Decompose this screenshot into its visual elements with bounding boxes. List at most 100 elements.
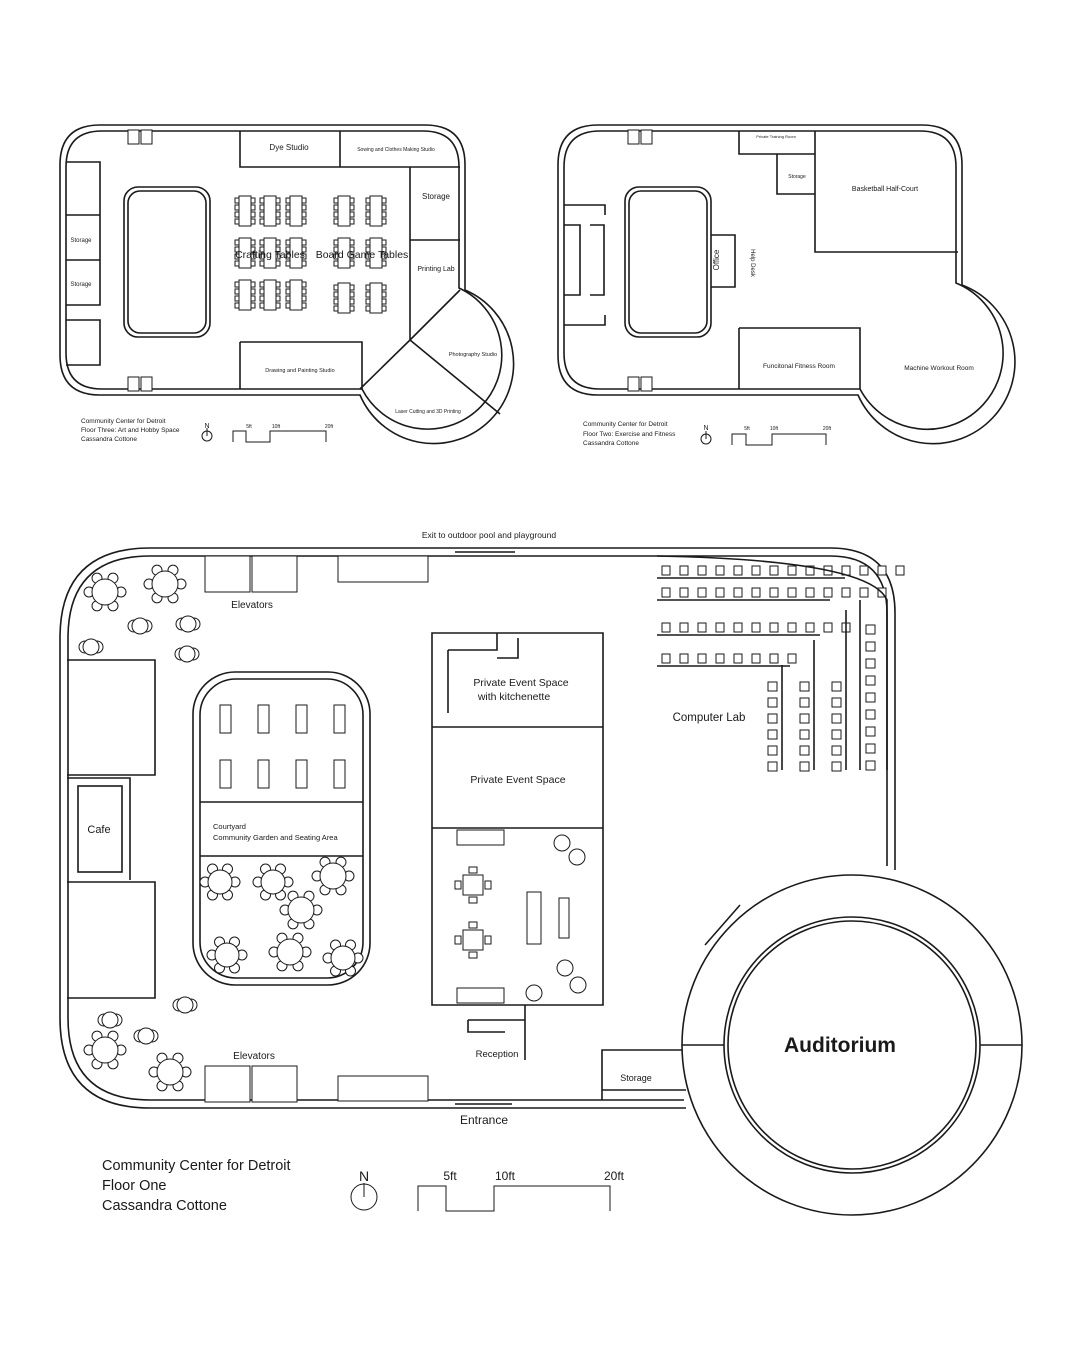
chair xyxy=(381,239,387,246)
caption-line: Community Center for Detroit xyxy=(81,418,166,425)
chair xyxy=(349,218,355,225)
chair xyxy=(484,880,492,890)
computer-chair xyxy=(831,697,842,708)
round-table xyxy=(207,869,233,895)
computer-chair xyxy=(787,587,797,598)
round-table xyxy=(287,896,315,924)
chair xyxy=(333,305,339,312)
scale-bar xyxy=(731,433,827,446)
computer-chair xyxy=(799,761,810,772)
sofa xyxy=(456,987,505,1004)
chair xyxy=(234,281,240,288)
elevator xyxy=(140,129,153,145)
chair xyxy=(349,291,355,298)
computer-chair xyxy=(859,587,869,598)
chair xyxy=(381,204,387,211)
chair xyxy=(333,197,339,204)
room-label-machine-workout: Machine Workout Room xyxy=(904,365,974,372)
computer-chair xyxy=(767,745,778,756)
floor-two-elevators xyxy=(627,129,653,392)
computer-chair xyxy=(823,587,833,598)
north-label: N xyxy=(359,1168,369,1184)
north-label: N xyxy=(703,425,708,432)
chair xyxy=(333,239,339,246)
courtyard xyxy=(192,671,371,986)
floor-three-inner-wall xyxy=(65,130,503,430)
computer-chair xyxy=(865,726,876,737)
cafe-table xyxy=(101,1011,119,1029)
table xyxy=(337,237,351,269)
north-arrow-icon xyxy=(700,431,712,445)
round-table xyxy=(156,1058,184,1086)
table xyxy=(289,237,303,269)
floor-three-atrium-inner xyxy=(127,190,207,334)
planter xyxy=(219,704,232,734)
chair xyxy=(285,197,291,204)
chair xyxy=(468,866,478,874)
computer-chair xyxy=(767,697,778,708)
computer-chair xyxy=(767,681,778,692)
sofa xyxy=(456,829,505,846)
chair xyxy=(381,260,387,267)
scale-label: 5ft xyxy=(246,424,252,430)
chair xyxy=(333,284,339,291)
computer-chair xyxy=(805,622,815,633)
planter xyxy=(295,759,308,789)
table xyxy=(289,279,303,311)
chair xyxy=(275,260,281,267)
chair xyxy=(259,204,265,211)
computer-chair xyxy=(831,745,842,756)
chair xyxy=(259,260,265,267)
scale-label: 20ft xyxy=(823,426,832,432)
elevator xyxy=(627,376,640,392)
chair xyxy=(381,291,387,298)
caption-line: Cassandra Cottone xyxy=(102,1198,227,1214)
caption-line: Community Center for Detroit xyxy=(583,421,668,428)
chair xyxy=(285,253,291,260)
floor-two-atrium xyxy=(624,186,712,338)
chair xyxy=(333,246,339,253)
scale-label: 20ft xyxy=(604,1169,625,1183)
chair xyxy=(381,211,387,218)
computer-chair xyxy=(679,622,689,633)
chair xyxy=(365,298,371,305)
chair xyxy=(301,204,307,211)
sofa xyxy=(526,891,542,945)
scale-label: 5ft xyxy=(744,426,750,432)
table xyxy=(263,237,277,269)
chair xyxy=(365,204,371,211)
computer-chair xyxy=(787,653,797,664)
round-table xyxy=(151,570,179,598)
cafe-table xyxy=(131,617,149,635)
chair xyxy=(349,204,355,211)
chair xyxy=(285,211,291,218)
computer-lab-curved-row xyxy=(656,555,888,770)
north-arrow-icon xyxy=(201,428,213,442)
computer-chair xyxy=(895,565,905,576)
chair xyxy=(333,218,339,225)
computer-lab-desks xyxy=(657,565,905,772)
floor-two-atrium-inner xyxy=(628,190,708,334)
computer-chair xyxy=(859,565,869,576)
computer-chair xyxy=(697,565,707,576)
round-table xyxy=(330,945,356,971)
chair xyxy=(259,218,265,225)
chair xyxy=(234,260,240,267)
planter xyxy=(333,759,346,789)
chair xyxy=(234,288,240,295)
north-arrow-icon xyxy=(350,1183,378,1211)
computer-chair xyxy=(697,653,707,664)
chair xyxy=(333,211,339,218)
armchair xyxy=(553,834,571,852)
computer-chair xyxy=(661,653,671,664)
computer-chair xyxy=(767,761,778,772)
room-label-community-garden: Community Garden and Seating Area xyxy=(213,833,338,842)
coffee-table xyxy=(558,897,570,939)
chair xyxy=(468,921,478,929)
computer-chair xyxy=(831,761,842,772)
chair xyxy=(250,246,256,253)
planter xyxy=(333,704,346,734)
chair xyxy=(468,951,478,959)
computer-chair xyxy=(715,653,725,664)
computer-chair xyxy=(831,681,842,692)
